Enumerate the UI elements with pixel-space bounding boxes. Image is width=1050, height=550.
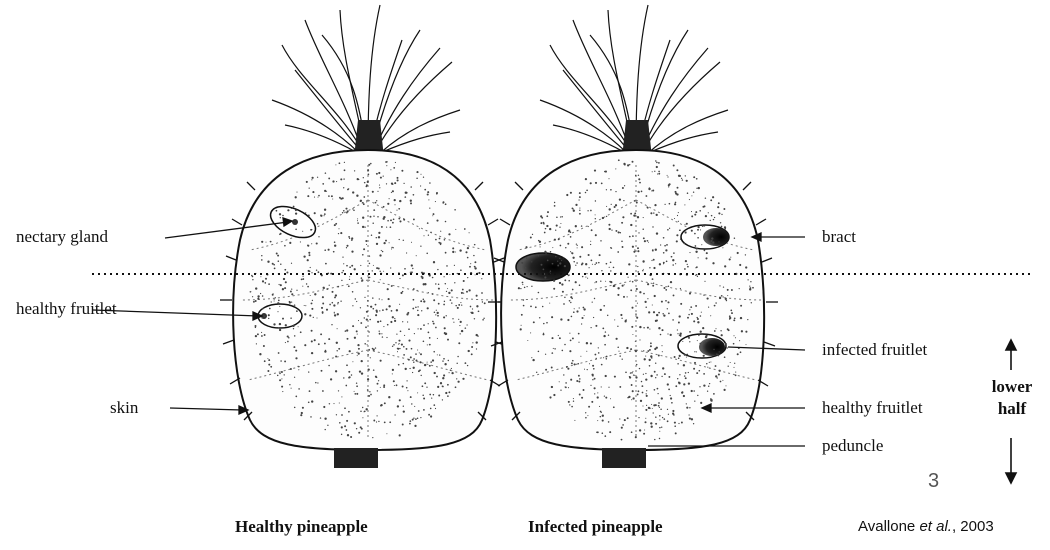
label-lower-half: lower half	[987, 376, 1037, 420]
peduncle-left	[334, 448, 378, 468]
caption-healthy: Healthy pineapple	[235, 518, 368, 535]
label-healthy-fruitlet-left: healthy fruitlet	[16, 300, 117, 317]
caption-infected: Infected pineapple	[528, 518, 663, 535]
lower-half-line2: half	[987, 398, 1037, 420]
label-peduncle: peduncle	[822, 437, 883, 454]
citation-year: , 2003	[952, 518, 994, 535]
label-infected-fruitlet: infected fruitlet	[822, 341, 927, 358]
healthy-pineapple-drawing	[220, 5, 510, 468]
label-nectary-gland: nectary gland	[16, 228, 108, 245]
slide-number: 3	[928, 470, 939, 493]
label-healthy-fruitlet-right: healthy fruitlet	[822, 399, 923, 416]
fruit-outline-left	[233, 150, 496, 450]
citation: Avallone et al., 2003	[858, 518, 994, 535]
lower-half-line1: lower	[987, 376, 1037, 398]
label-skin: skin	[110, 399, 138, 416]
label-bract: bract	[822, 228, 856, 245]
citation-author: Avallone	[858, 518, 919, 535]
fruit-outline-right	[501, 150, 764, 450]
infected-fruitlet-mid	[516, 253, 570, 281]
citation-etal: et al.	[919, 518, 952, 535]
peduncle-right	[602, 448, 646, 468]
